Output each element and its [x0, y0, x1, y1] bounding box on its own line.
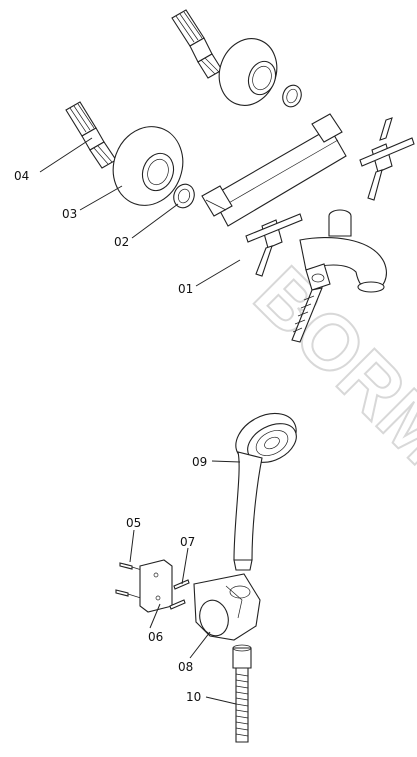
- cover-flange-front: [112, 126, 184, 206]
- leader-line-03: [79, 185, 123, 211]
- leader-line-10: [205, 696, 237, 705]
- leader-line-08: [189, 631, 211, 659]
- bath-mixer-body: [201, 113, 415, 293]
- watermark-text: BORMA: [238, 250, 417, 521]
- washer-rear: [282, 84, 302, 108]
- callout-label-08: 08: [178, 660, 193, 674]
- leader-line-05: [129, 529, 135, 563]
- washer-front: [173, 183, 195, 209]
- leader-line-07: [181, 547, 189, 585]
- hand-shower: [233, 412, 297, 571]
- callout-label-07: 07: [180, 535, 195, 549]
- callout-label-09: 09: [192, 455, 207, 469]
- eccentric-connector-front: [65, 101, 117, 169]
- callout-label-03: 03: [62, 207, 77, 221]
- callout-label-10: 10: [186, 690, 201, 704]
- fixing-screws: [169, 579, 190, 610]
- bracket-plate: [139, 559, 173, 613]
- callout-label-06: 06: [148, 630, 163, 644]
- callout-label-05: 05: [126, 516, 141, 530]
- hose-stub: [291, 287, 323, 343]
- callout-label-04: 04: [14, 169, 29, 183]
- leader-line-01: [195, 259, 241, 287]
- shower-holder: [193, 573, 261, 641]
- leader-line-09: [211, 460, 241, 463]
- leader-line-02: [131, 203, 179, 239]
- cover-flange-rear: [218, 38, 278, 106]
- leader-line-06: [149, 603, 161, 629]
- shower-hose: [232, 644, 252, 743]
- leader-line-04: [39, 137, 93, 173]
- eccentric-connector-rear: [171, 9, 223, 79]
- callout-label-02: 02: [114, 235, 129, 249]
- callout-label-01: 01: [178, 282, 193, 296]
